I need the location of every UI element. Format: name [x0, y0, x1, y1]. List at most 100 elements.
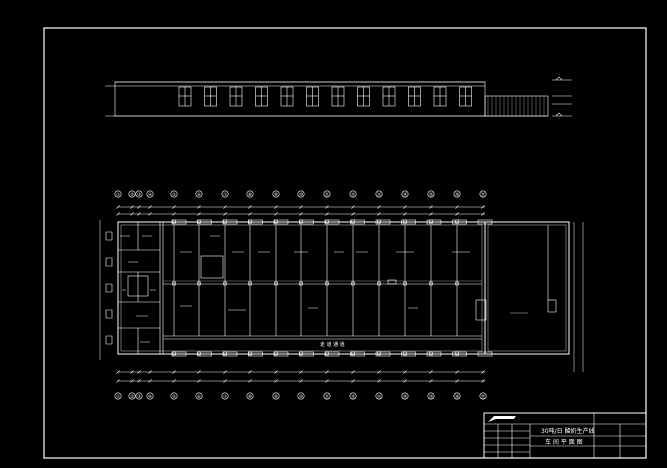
dimension-tick: [130, 212, 134, 216]
plan-window: [324, 351, 340, 357]
dimension-tick: [274, 370, 278, 374]
plan-window: [273, 219, 289, 225]
dimension-tick: [377, 205, 381, 209]
auxiliary-rooms: [105, 222, 164, 354]
axis-label: ④: [148, 192, 152, 198]
plan-window: [426, 219, 442, 225]
sheet-border: [43, 27, 647, 459]
axis-bubble: ③: [135, 190, 143, 198]
dimension-lines: [99, 206, 584, 382]
axis-label: ⑫: [351, 191, 356, 198]
axis-bubble: ①: [114, 392, 122, 400]
dimension-tick: [130, 379, 134, 383]
dimension-tick: [299, 212, 303, 216]
plan-window: [350, 219, 365, 225]
axis-label: ①: [116, 394, 120, 400]
axis-label: ⑭: [403, 191, 408, 198]
dimension-tick: [325, 379, 329, 383]
axis-bubble: ⑪: [323, 190, 331, 198]
dimension-tick: [116, 212, 120, 216]
dimension-tick: [137, 205, 141, 209]
elevation-window: [459, 86, 472, 107]
elevation-windows: [178, 86, 472, 107]
axis-bubble: ①: [114, 190, 122, 198]
plan-window: [401, 351, 416, 357]
axis-bubble: ⑭: [401, 190, 409, 198]
dimension-tick: [299, 205, 303, 209]
dimension-tick: [481, 379, 485, 383]
elevation-window: [280, 86, 294, 107]
dimension-tick: [455, 379, 459, 383]
title-block: 30吨/日 酸奶生产线 车 间 平 面 图: [483, 412, 647, 459]
column: [248, 281, 252, 286]
dimension-tick: [455, 212, 459, 216]
axis-bubble: ⑤: [170, 392, 178, 400]
axis-bubble: ⑧: [246, 392, 254, 400]
plan-window: [248, 219, 263, 225]
dimension-tick: [130, 370, 134, 374]
production-partitions: [163, 219, 482, 356]
axis-label: ②: [130, 192, 134, 198]
dimension-tick: [248, 370, 252, 374]
annex-outer-wall: [484, 221, 570, 355]
dimension-tick: [377, 379, 381, 383]
room-label-marks: [120, 235, 470, 343]
plan-window: [299, 351, 314, 357]
axis-bubble: ⑫: [349, 392, 357, 400]
dimension-tick: [148, 205, 152, 209]
dimension-tick: [481, 212, 485, 216]
column: [429, 281, 433, 286]
axis-label: ⑮: [429, 191, 434, 198]
column: [351, 281, 355, 286]
axis-bubble: ⑮: [427, 190, 435, 198]
dimension-tick: [197, 212, 201, 216]
axis-label: ⑧: [248, 394, 252, 400]
dimension-tick: [299, 370, 303, 374]
dimension-ticks: [116, 205, 485, 383]
axis-bubble: ⑩: [297, 190, 305, 198]
axis-bubble: ⑬: [375, 190, 383, 198]
column: [223, 281, 227, 286]
axis-label: ⑪: [325, 393, 330, 400]
axis-bubble: ⑰: [479, 190, 487, 198]
plan-facade-windows: [171, 219, 493, 357]
plan-window: [452, 351, 467, 357]
dimension-tick: [172, 379, 176, 383]
axis-bubble: ④: [146, 392, 154, 400]
dimension-tick: [137, 370, 141, 374]
dimension-tick: [403, 370, 407, 374]
dimension-tick: [172, 212, 176, 216]
axis-bubble: ⑧: [246, 190, 254, 198]
axis-bubble: ⑬: [375, 392, 383, 400]
column: [377, 281, 381, 286]
dimension-tick: [172, 370, 176, 374]
dimension-tick: [274, 379, 278, 383]
axis-bubble: ⑯: [453, 190, 461, 198]
axis-label: ⑩: [299, 192, 303, 198]
axis-label: ⑤: [172, 192, 176, 198]
dimension-tick: [325, 205, 329, 209]
elevation-window: [204, 86, 217, 107]
elevation-window: [306, 86, 319, 107]
dimension-tick: [248, 205, 252, 209]
small-room: [200, 255, 224, 279]
dimension-tick: [403, 379, 407, 383]
column: [325, 281, 329, 286]
plan-window: [324, 219, 340, 225]
axis-bubble: ④: [146, 190, 154, 198]
axis-label: ⑦: [223, 192, 227, 198]
dimension-tick: [455, 370, 459, 374]
plan-window: [401, 219, 416, 225]
column: [403, 281, 407, 286]
annex-inner-wall: [487, 224, 567, 352]
axis-label: ⑰: [481, 393, 486, 400]
elevation-window: [433, 86, 447, 107]
axis-label: ⑬: [377, 191, 382, 198]
column: [197, 281, 201, 286]
equipment-mark: [387, 279, 397, 285]
axis-label: ⑯: [455, 191, 460, 198]
dimension-tick: [403, 212, 407, 216]
dimension-tick: [148, 212, 152, 216]
